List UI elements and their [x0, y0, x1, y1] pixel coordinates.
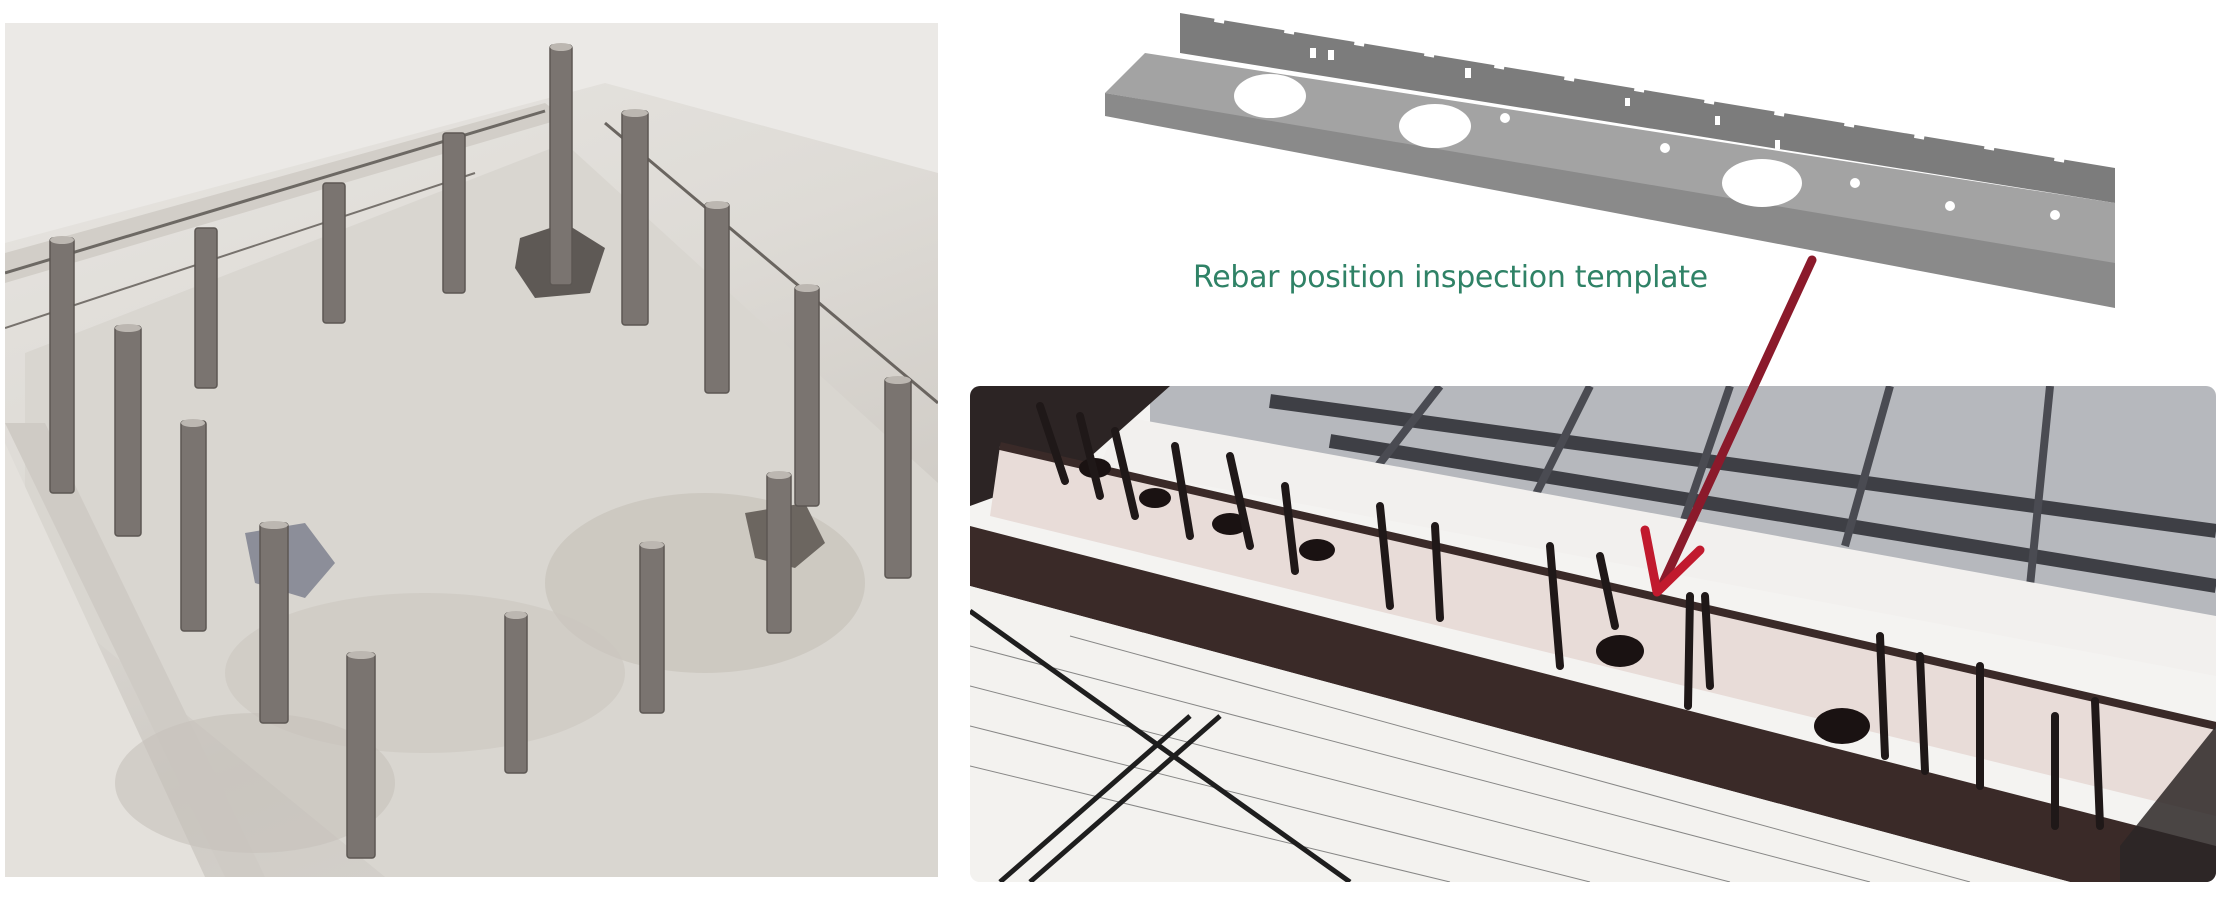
rebar-slab-illustration	[5, 23, 938, 877]
template-plate-illustration	[1105, 13, 2115, 308]
rebar-slab-photo	[5, 23, 938, 877]
figure-caption: Rebar position inspection template	[1193, 260, 1708, 295]
installed-template-illustration	[970, 386, 2216, 882]
installed-template-photo	[970, 386, 2216, 882]
inspection-template-render	[1105, 8, 2125, 308]
